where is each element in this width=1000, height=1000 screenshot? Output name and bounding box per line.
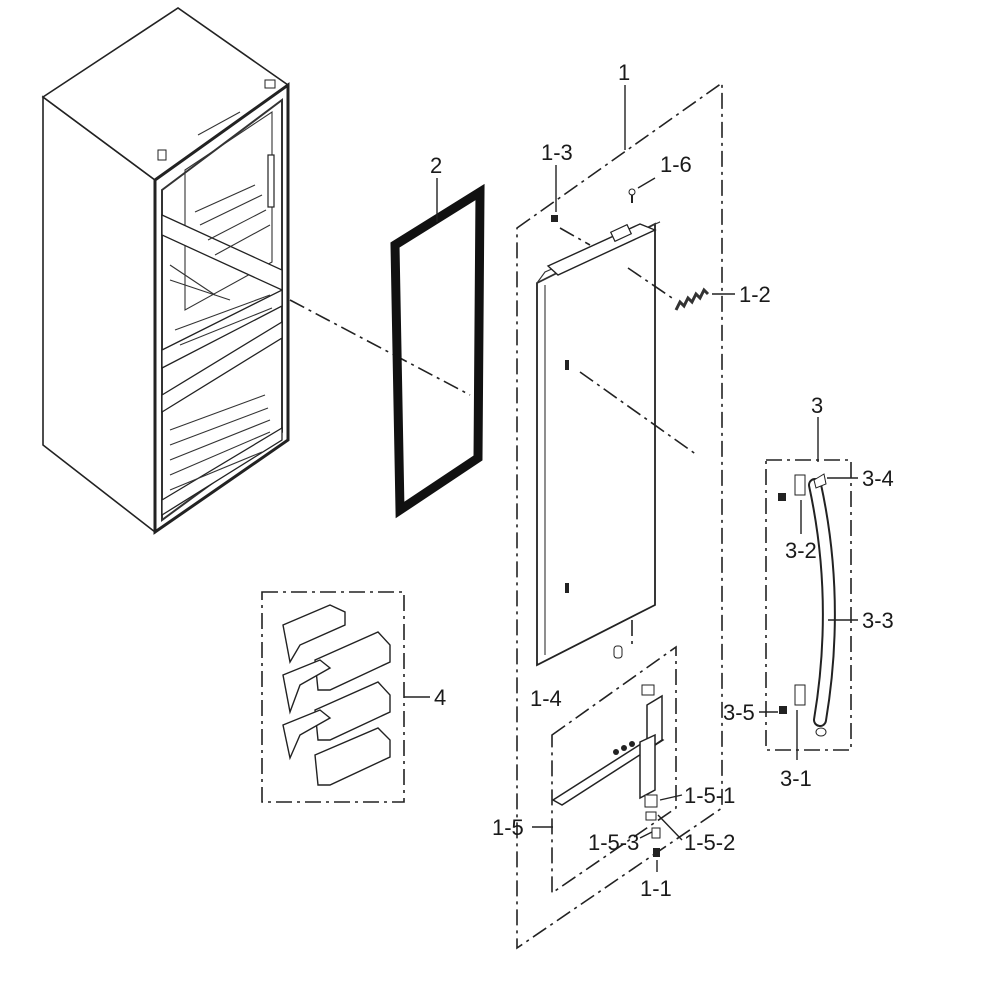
callout-3-4: 3-4	[862, 466, 894, 491]
door-assembly-boundary	[516, 81, 723, 950]
callout-2: 2	[430, 153, 442, 178]
part-1-6-screw	[628, 188, 636, 203]
callout-3-3: 3-3	[862, 608, 894, 633]
callout-1-6: 1-6	[660, 152, 692, 177]
callout-1-4: 1-4	[530, 686, 562, 711]
callout-1-5: 1-5	[492, 815, 524, 840]
callout-1: 1	[618, 60, 630, 85]
callout-1-5-3: 1-5-3	[588, 830, 639, 855]
door-gasket	[390, 183, 485, 519]
door-spring	[674, 287, 710, 311]
callout-3-5: 3-5	[723, 700, 755, 725]
callout-1-1: 1-1	[640, 876, 672, 901]
callout-1-3: 1-3	[541, 140, 573, 165]
callout-1-5-2: 1-5-2	[684, 830, 735, 855]
lower-hinge-boundary	[551, 645, 677, 895]
callout-4: 4	[434, 685, 446, 710]
callout-1-5-1: 1-5-1	[684, 783, 735, 808]
lower-hinge-bracket	[551, 684, 665, 857]
callout-3: 3	[811, 393, 823, 418]
callout-1-2: 1-2	[739, 282, 771, 307]
handle-boundary	[765, 459, 852, 751]
part-1-4-pin	[613, 645, 623, 659]
door-panel	[536, 221, 661, 667]
door-handle	[778, 473, 836, 737]
refrigerator-cabinet	[41, 7, 290, 535]
door-bins	[282, 604, 391, 786]
callout-3-1: 3-1	[780, 766, 812, 791]
callout-3-2: 3-2	[785, 538, 817, 563]
leader-lines	[404, 85, 858, 872]
part-1-3-cap	[551, 215, 558, 222]
